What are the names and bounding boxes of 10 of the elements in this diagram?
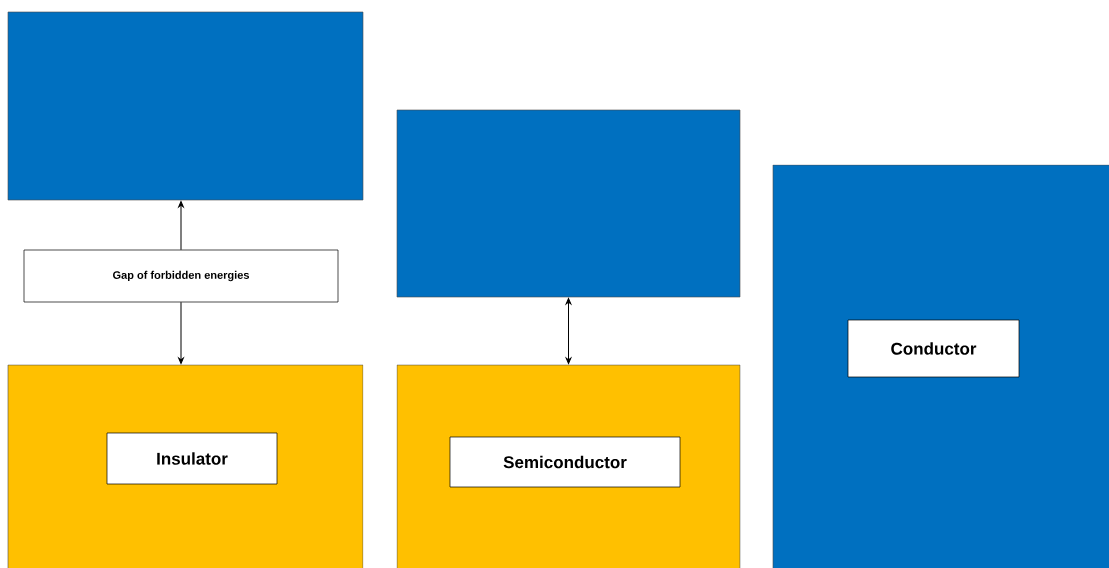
label-box: Gap of forbidden energies <box>23 249 339 303</box>
band-box <box>7 11 364 201</box>
arrow <box>178 201 184 251</box>
band-box <box>772 164 1109 568</box>
arrow <box>565 298 572 364</box>
label-box: Semiconductor <box>449 436 681 488</box>
label-box: Conductor <box>847 319 1020 378</box>
arrow <box>178 301 184 364</box>
band-box <box>396 109 741 298</box>
label-box: Insulator <box>106 432 278 485</box>
